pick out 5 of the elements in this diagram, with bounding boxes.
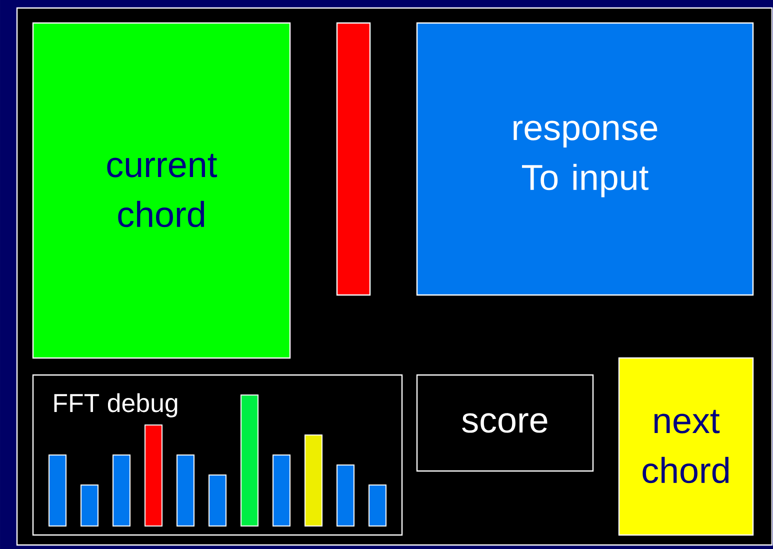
chord-panel: current chord	[32, 22, 291, 359]
level-bar	[336, 22, 371, 296]
next-chord-panel: next chord	[618, 357, 754, 536]
score-box: score	[416, 374, 594, 472]
response-panel: response To input	[416, 22, 754, 296]
